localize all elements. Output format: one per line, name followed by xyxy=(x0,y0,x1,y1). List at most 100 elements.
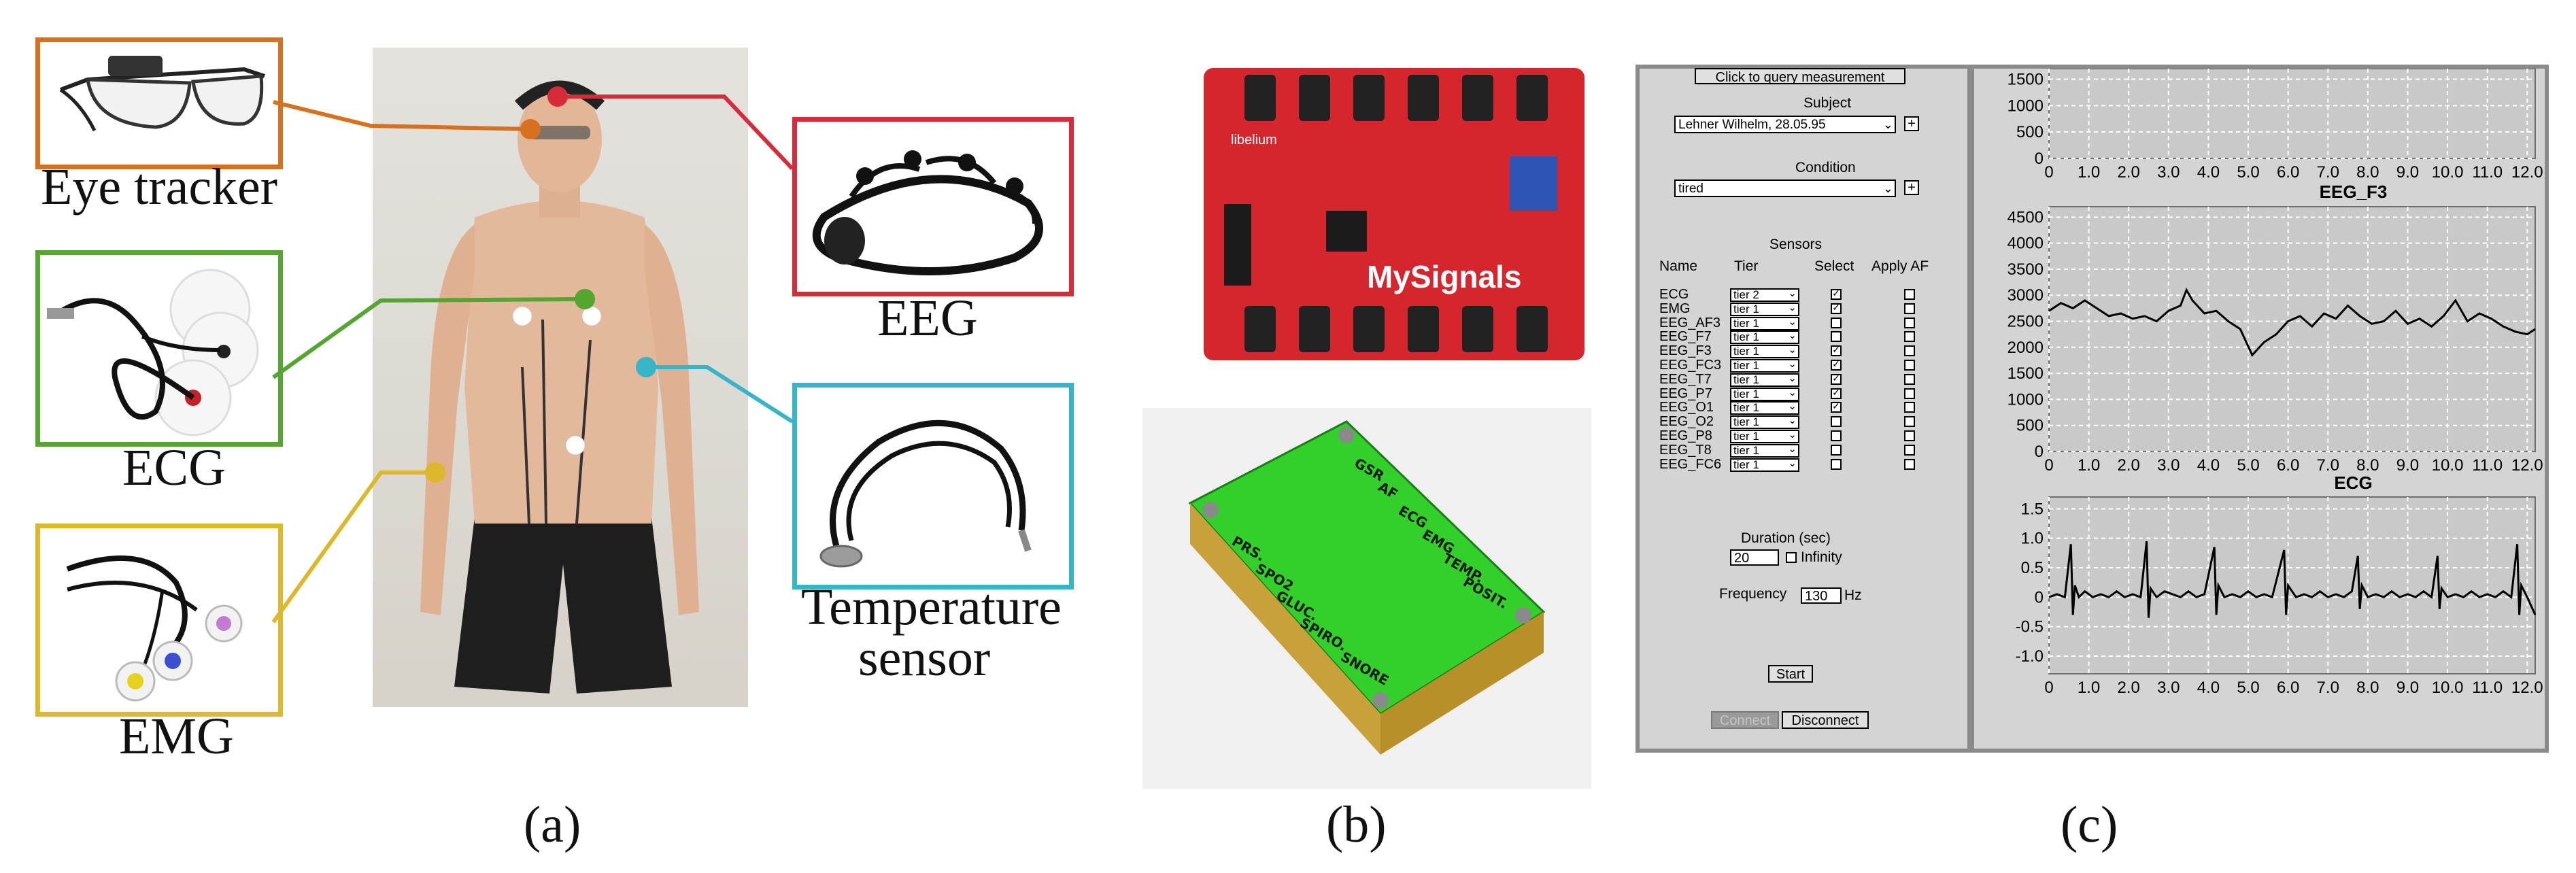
ecg-box xyxy=(35,250,283,447)
subject-select[interactable]: Lehner Wilhelm, 28.05.95 ⌄ xyxy=(1674,116,1896,133)
plot-2-x-tick-label: 11.0 xyxy=(2472,679,2503,697)
sensor-tier-value: tier 1 xyxy=(1733,443,1759,457)
subject-photo xyxy=(373,48,748,707)
plot-1-y-tick-label: 500 xyxy=(2016,417,2044,435)
add-subject-button[interactable]: + xyxy=(1904,116,1919,131)
sensor-tier-value: tier 2 xyxy=(1733,288,1759,301)
sensor-apply-af-checkbox[interactable] xyxy=(1904,317,1915,328)
sensor-row-name: EEG_AF3 xyxy=(1659,315,1721,330)
plot-2-y-tick-label: 1.0 xyxy=(2021,530,2044,548)
plot-0-y-tick-label: 500 xyxy=(2016,123,2044,141)
disconnect-button[interactable]: Disconnect xyxy=(1782,711,1869,729)
sensors-label: Sensors xyxy=(1769,237,1823,252)
plot-1-y-tick-label: 3000 xyxy=(2007,286,2044,305)
sensor-select-checkbox[interactable] xyxy=(1831,317,1842,328)
plot-1-series-line xyxy=(2048,288,2536,357)
sensor-select-checkbox[interactable]: ✓ xyxy=(1831,360,1842,371)
plot-0-x-tick-label: 0 xyxy=(2044,163,2053,182)
plot-0-y-tick-label: 0 xyxy=(2035,150,2044,168)
sensor-apply-af-checkbox[interactable] xyxy=(1904,416,1915,428)
sensor-tier-select[interactable]: tier 1⌄ xyxy=(1730,359,1799,373)
eeg-label: EEG xyxy=(877,290,978,347)
sensor-apply-af-checkbox[interactable] xyxy=(1904,373,1915,385)
sensor-select-checkbox[interactable]: ✓ xyxy=(1831,402,1842,413)
ecg-label: ECG xyxy=(122,439,226,496)
sensor-apply-af-checkbox[interactable] xyxy=(1904,289,1915,300)
sensor-select-checkbox[interactable] xyxy=(1831,430,1842,441)
sensor-row-name: EEG_P8 xyxy=(1659,428,1712,443)
emg-box xyxy=(35,524,283,717)
sensor-select-checkbox[interactable]: ✓ xyxy=(1831,289,1842,300)
sensor-tier-select[interactable]: tier 2⌄ xyxy=(1730,288,1799,302)
plot-0-x-tick-label: 11.0 xyxy=(2472,163,2503,182)
sensor-tier-select[interactable]: tier 1⌄ xyxy=(1730,415,1799,430)
sensor-select-checkbox[interactable] xyxy=(1831,331,1842,343)
sensor-select-checkbox[interactable]: ✓ xyxy=(1831,373,1842,385)
plot-0-x-tick-label: 10.0 xyxy=(2432,163,2464,182)
plot-2-x-tick-label: 10.0 xyxy=(2432,679,2464,697)
sensor-apply-af-checkbox[interactable] xyxy=(1904,331,1915,343)
board-vendor-text: libelium xyxy=(1231,133,1277,148)
sensor-tier-select[interactable]: tier 1⌄ xyxy=(1730,458,1799,472)
frequency-input[interactable]: 130 xyxy=(1801,587,1842,604)
plot-2-y-tick-label: -1.0 xyxy=(2016,647,2044,666)
sensor-tier-select[interactable]: tier 1⌄ xyxy=(1730,344,1799,359)
sensor-apply-af-checkbox[interactable] xyxy=(1904,402,1915,413)
sensor-tier-select[interactable]: tier 1⌄ xyxy=(1730,387,1799,401)
sensor-row-name: EEG_O2 xyxy=(1659,414,1714,430)
sensor-tier-select[interactable]: tier 1⌄ xyxy=(1730,302,1799,316)
plot-2-x-tick-label: 4.0 xyxy=(2197,679,2220,697)
temperature-label-line1: Temperature xyxy=(801,579,1062,636)
sensor-apply-af-checkbox[interactable] xyxy=(1904,458,1915,470)
condition-select[interactable]: tired ⌄ xyxy=(1674,179,1896,197)
subject-value: Lehner Wilhelm, 28.05.95 xyxy=(1678,118,1826,132)
frequency-label: Frequency xyxy=(1719,586,1787,602)
plot-1-x-tick-label: 7.0 xyxy=(2317,456,2339,475)
plot-1-y-tick-label: 3500 xyxy=(2007,260,2044,279)
duration-input[interactable]: 20 xyxy=(1730,549,1779,566)
sensor-row-name: EEG_F7 xyxy=(1659,329,1712,345)
sensor-apply-af-checkbox[interactable] xyxy=(1904,345,1915,357)
mysignals-board-image: MySignals libelium xyxy=(1204,68,1584,360)
sensor-select-checkbox[interactable]: ✓ xyxy=(1831,303,1842,314)
sensor-tier-select[interactable]: tier 1⌄ xyxy=(1730,443,1799,458)
panel-c-caption: (c) xyxy=(2061,796,2118,853)
chevron-down-icon: ⌄ xyxy=(1788,344,1797,356)
sensor-tier-select[interactable]: tier 1⌄ xyxy=(1730,373,1799,387)
sensor-select-checkbox[interactable] xyxy=(1831,458,1842,470)
sensor-apply-af-checkbox[interactable] xyxy=(1904,303,1915,314)
plot-1-x-tick-label: 2.0 xyxy=(2118,456,2140,475)
chevron-down-icon: ⌄ xyxy=(1788,457,1797,469)
sensor-apply-af-checkbox[interactable] xyxy=(1904,430,1915,441)
sensor-tier-value: tier 1 xyxy=(1733,387,1759,400)
query-measurement-button[interactable]: Click to query measurement xyxy=(1695,68,1905,85)
infinity-label: Infinity xyxy=(1801,549,1842,565)
sensor-tier-select[interactable]: tier 1⌄ xyxy=(1730,316,1799,330)
sensor-tier-select[interactable]: tier 1⌄ xyxy=(1730,430,1799,443)
sensor-tier-select[interactable]: tier 1⌄ xyxy=(1730,330,1799,345)
sensor-select-checkbox[interactable] xyxy=(1831,416,1842,428)
infinity-checkbox[interactable] xyxy=(1786,552,1797,563)
emg-electrodes-image xyxy=(66,555,243,702)
connect-button[interactable]: Connect xyxy=(1711,711,1779,729)
plot-0-x-tick-label: 2.0 xyxy=(2118,163,2140,182)
start-button[interactable]: Start xyxy=(1768,665,1813,683)
sensor-select-checkbox[interactable] xyxy=(1831,444,1842,456)
chevron-down-icon: ⌄ xyxy=(1788,330,1797,342)
plot-2-x-tick-label: 0 xyxy=(2044,679,2053,697)
sensor-select-checkbox[interactable]: ✓ xyxy=(1831,388,1842,399)
sensor-select-checkbox[interactable]: ✓ xyxy=(1831,345,1842,357)
sensor-apply-af-checkbox[interactable] xyxy=(1904,388,1915,399)
temperature-label-line2: sensor xyxy=(858,630,991,687)
sensor-apply-af-checkbox[interactable] xyxy=(1904,444,1915,456)
plot-1-y-tick-label: 1000 xyxy=(2007,390,2044,409)
add-condition-button[interactable]: + xyxy=(1904,180,1919,195)
sensor-apply-af-checkbox[interactable] xyxy=(1904,360,1915,371)
chevron-down-icon: ⌄ xyxy=(1788,415,1797,427)
sensor-tier-select[interactable]: tier 1⌄ xyxy=(1730,401,1799,415)
pane-divider[interactable] xyxy=(1967,65,1974,753)
plot-1-x-tick-label: 6.0 xyxy=(2277,456,2299,475)
sensor-row-name: EEG_FC6 xyxy=(1659,456,1722,472)
col-tier-header: Tier xyxy=(1734,258,1759,274)
eeg-box xyxy=(792,117,1074,296)
